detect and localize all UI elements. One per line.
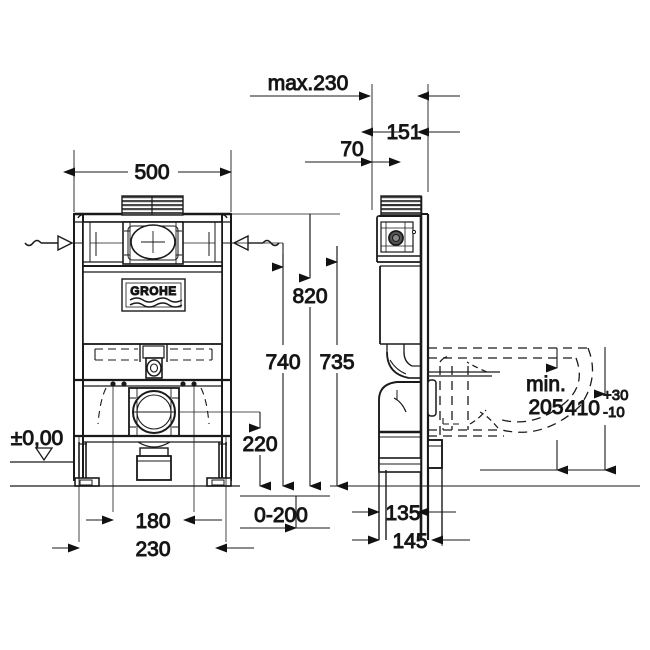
dim-max-230: max.230 — [268, 72, 349, 95]
water-supply-symbol-left — [24, 234, 83, 252]
dim-735: 735 — [319, 351, 354, 374]
dim-70: 70 — [340, 138, 363, 161]
side-section-geometry — [330, 195, 640, 540]
dim-740: 740 — [265, 351, 300, 374]
dim-220: 220 — [242, 433, 277, 456]
dim-135: 135 — [385, 502, 420, 525]
dim-410-tol-plus: +30 — [603, 387, 628, 404]
dim-min-label: min. — [526, 373, 566, 396]
dim-500: 500 — [134, 161, 169, 184]
grohe-logo-text: GROHE — [130, 284, 177, 298]
dim-145: 145 — [392, 530, 427, 553]
dim-180: 180 — [135, 510, 170, 533]
dimension-annotations: 500 max.230 151 70 820 740 735 — [10, 72, 629, 562]
dim-230: 230 — [135, 538, 170, 561]
dim-0-200: 0-200 — [254, 504, 308, 527]
dim-820: 820 — [292, 285, 327, 308]
dim-410-tol-minus: -10 — [603, 404, 625, 421]
front-elevation-geometry: GROHE — [10, 195, 280, 487]
datum-label: ±0,00 — [11, 427, 63, 450]
dim-410: 410 — [565, 397, 600, 420]
dim-151: 151 — [386, 121, 421, 144]
dim-min-205: 205 — [528, 396, 563, 419]
